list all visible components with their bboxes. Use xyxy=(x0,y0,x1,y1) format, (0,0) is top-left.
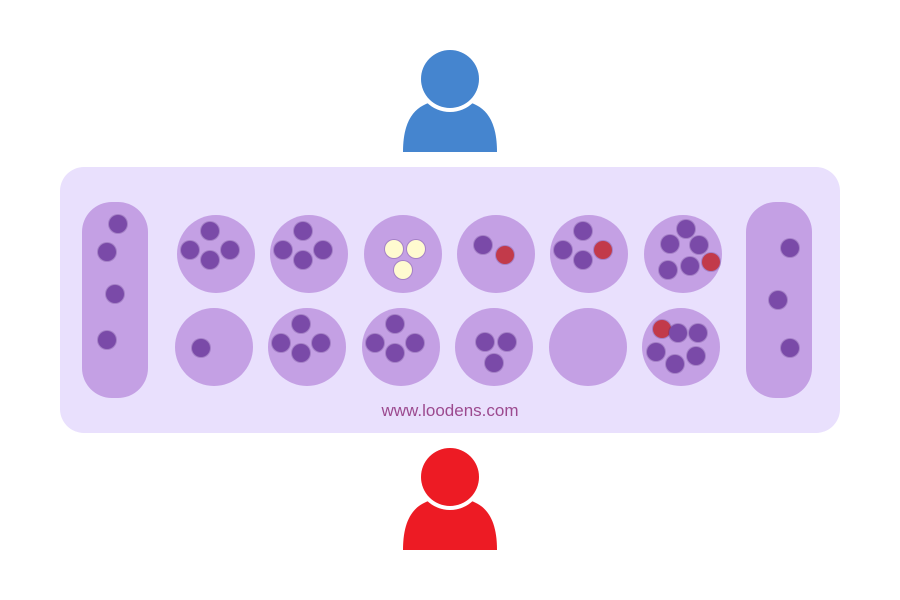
pit-bottom-4[interactable] xyxy=(455,308,533,386)
pit-bottom-5[interactable] xyxy=(549,308,627,386)
pit-top-6-seed-6 xyxy=(702,253,720,271)
store-right-seed-2 xyxy=(769,291,787,309)
pit-top-6[interactable] xyxy=(644,215,722,293)
player-top-body xyxy=(403,100,497,152)
pit-top-2[interactable] xyxy=(270,215,348,293)
pit-bottom-2-seed-4 xyxy=(312,334,330,352)
store-right xyxy=(746,202,812,398)
pit-bottom-6-seed-2 xyxy=(669,324,687,342)
pit-bottom-6[interactable] xyxy=(642,308,720,386)
pit-top-2-seed-2 xyxy=(274,241,292,259)
pit-bottom-3-seed-2 xyxy=(366,334,384,352)
player-top-head-fill xyxy=(421,50,479,108)
pit-bottom-1-seed-1 xyxy=(192,339,210,357)
pit-bottom-3[interactable] xyxy=(362,308,440,386)
pit-bottom-6-seed-3 xyxy=(689,324,707,342)
store-left xyxy=(82,202,148,398)
pit-bottom-6-seed-1 xyxy=(653,320,671,338)
pit-bottom-4-seed-3 xyxy=(485,354,503,372)
pit-bottom-2[interactable] xyxy=(268,308,346,386)
pit-top-6-seed-5 xyxy=(681,257,699,275)
pit-bottom-4-seed-2 xyxy=(498,333,516,351)
pit-top-4-seed-1 xyxy=(474,236,492,254)
player-bottom-user-icon xyxy=(403,446,497,550)
pit-top-4[interactable] xyxy=(457,215,535,293)
pit-top-1-seed-3 xyxy=(201,251,219,269)
pit-top-3-seed-1 xyxy=(385,240,403,258)
player-top-user-icon xyxy=(403,48,497,152)
watermark-url: www.loodens.com xyxy=(381,401,519,420)
pit-bottom-3-seed-1 xyxy=(386,315,404,333)
pit-top-3-seed-3 xyxy=(394,261,412,279)
pit-top-3[interactable] xyxy=(364,215,442,293)
pit-top-1-seed-1 xyxy=(201,222,219,240)
pit-bottom-2-seed-2 xyxy=(272,334,290,352)
pit-bottom-2-seed-1 xyxy=(292,315,310,333)
pit-top-2-seed-4 xyxy=(314,241,332,259)
pit-top-6-seed-2 xyxy=(661,235,679,253)
player-bottom-body xyxy=(403,498,497,550)
pit-bottom-6-seed-6 xyxy=(687,347,705,365)
pit-top-1-seed-4 xyxy=(221,241,239,259)
pit-top-5-seed-2 xyxy=(554,241,572,259)
pit-top-5-seed-1 xyxy=(574,222,592,240)
pit-bottom-6-seed-5 xyxy=(666,355,684,373)
store-right-seed-1 xyxy=(781,239,799,257)
pit-bottom-3-seed-3 xyxy=(386,344,404,362)
pit-top-1-seed-2 xyxy=(181,241,199,259)
pit-top-5[interactable] xyxy=(550,215,628,293)
store-left-seed-2 xyxy=(98,243,116,261)
pit-bottom-1[interactable] xyxy=(175,308,253,386)
pit-top-3-seed-2 xyxy=(407,240,425,258)
pit-top-6-seed-4 xyxy=(659,261,677,279)
player-bottom-head-fill xyxy=(421,448,479,506)
pit-top-5-seed-4 xyxy=(594,241,612,259)
pit-top-2-seed-3 xyxy=(294,251,312,269)
pit-bottom-4-seed-1 xyxy=(476,333,494,351)
pit-bottom-2-seed-3 xyxy=(292,344,310,362)
pit-top-4-seed-2 xyxy=(496,246,514,264)
pit-bottom-6-seed-4 xyxy=(647,343,665,361)
pit-top-2-seed-1 xyxy=(294,222,312,240)
pit-bottom-3-seed-4 xyxy=(406,334,424,352)
store-left-seed-4 xyxy=(98,331,116,349)
pit-top-5-seed-3 xyxy=(574,251,592,269)
store-left-seed-1 xyxy=(109,215,127,233)
pit-top-1[interactable] xyxy=(177,215,255,293)
pit-top-6-seed-3 xyxy=(690,236,708,254)
mancala-board: www.loodens.com xyxy=(60,167,840,433)
store-left-seed-3 xyxy=(106,285,124,303)
pit-top-6-seed-1 xyxy=(677,220,695,238)
store-right-seed-3 xyxy=(781,339,799,357)
